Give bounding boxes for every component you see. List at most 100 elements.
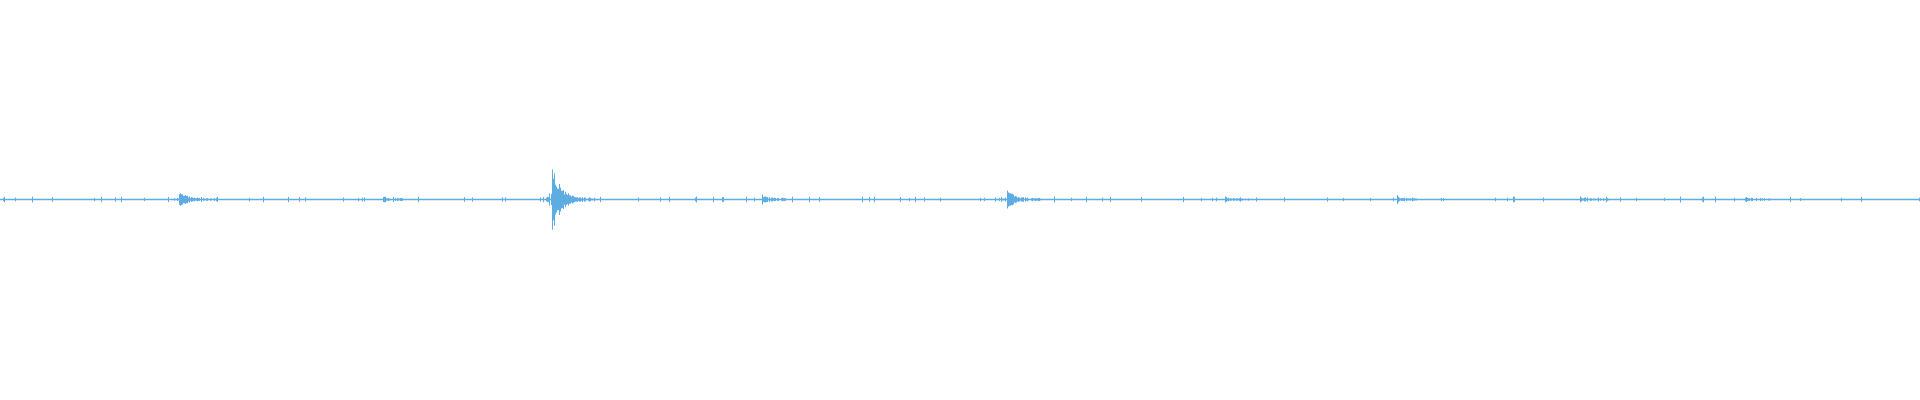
waveform-sample: [144, 197, 145, 202]
waveform-sample: [581, 198, 582, 201]
waveform-sample: [574, 196, 575, 203]
waveform-sample: [1751, 197, 1752, 202]
waveform-sample: [1034, 198, 1035, 201]
waveform-sample: [1404, 197, 1405, 202]
waveform-sample: [4, 196, 5, 203]
waveform-sample: [567, 195, 568, 204]
waveform-sample: [909, 197, 910, 202]
waveform-sample: [418, 196, 419, 203]
waveform-sample: [1238, 198, 1239, 201]
waveform-sample: [1236, 198, 1237, 201]
waveform-sample: [1768, 198, 1769, 201]
waveform-sample: [189, 196, 190, 203]
waveform-sample: [1746, 197, 1747, 202]
waveform-sample: [179, 194, 180, 205]
waveform-sample: [809, 196, 810, 203]
waveform-sample: [557, 188, 558, 211]
waveform-sample: [1399, 197, 1400, 202]
waveform-sample: [746, 196, 747, 203]
waveform-sample: [588, 198, 589, 201]
waveform-sample: [1603, 198, 1604, 201]
waveform-sample: [1239, 198, 1240, 201]
waveform-sample: [193, 198, 194, 201]
waveform-sample: [1010, 193, 1011, 206]
waveform-sample: [168, 196, 169, 203]
waveform-sample: [874, 196, 875, 203]
waveform-sample: [464, 197, 465, 202]
waveform-sample: [1401, 197, 1402, 202]
waveform-sample: [203, 198, 204, 201]
waveform-sample: [1514, 196, 1515, 203]
waveform-sample: [568, 193, 569, 206]
waveform-sample: [582, 197, 583, 202]
waveform-sample: [395, 198, 396, 201]
waveform-sample: [1004, 198, 1005, 201]
waveform-sample: [1398, 196, 1399, 203]
waveform-sample: [561, 190, 562, 209]
waveform-sample: [1032, 197, 1033, 202]
waveform-sample: [288, 196, 289, 203]
waveform-sample: [783, 198, 784, 201]
waveform-sample: [1734, 197, 1735, 202]
waveform-sample: [186, 195, 187, 204]
waveform-sample: [1507, 197, 1508, 202]
waveform-sample: [900, 197, 901, 202]
waveform-sample: [1040, 198, 1041, 201]
waveform-sample: [191, 197, 192, 202]
waveform-sample: [1011, 193, 1012, 206]
waveform-sample: [1216, 197, 1217, 202]
waveform-sample: [1715, 196, 1716, 203]
waveform-sample: [999, 197, 1000, 202]
waveform-sample: [774, 197, 775, 202]
waveform-sample: [777, 198, 778, 201]
waveform-sample: [1031, 198, 1032, 201]
waveform-sample: [184, 195, 185, 204]
waveform-sample: [1033, 198, 1034, 201]
waveform-sample: [305, 197, 306, 202]
waveform-sample: [1212, 197, 1213, 202]
waveform-sample: [1406, 198, 1407, 201]
waveform-sample: [1022, 197, 1023, 202]
waveform-sample: [199, 197, 200, 202]
waveform-sample: [781, 198, 782, 201]
waveform-sample: [1841, 197, 1842, 202]
waveform-sample: [1591, 198, 1592, 201]
waveform-sample: [591, 198, 592, 201]
waveform-sample: [772, 197, 773, 202]
waveform-sample: [995, 197, 996, 202]
waveform-sample: [385, 196, 386, 203]
waveform-sample: [1007, 190, 1008, 209]
waveform-sample: [1410, 198, 1411, 201]
waveform-sample: [564, 194, 565, 205]
waveform-sample: [669, 196, 670, 203]
waveform-sample: [578, 197, 579, 202]
waveform-sample: [1012, 193, 1013, 206]
waveform-sample: [1014, 196, 1015, 203]
waveform-sample: [1234, 198, 1235, 201]
waveform-sample: [754, 197, 755, 202]
waveform-sample: [554, 173, 555, 226]
waveform-sample: [862, 196, 863, 203]
waveform-sample: [1028, 198, 1029, 201]
waveform-sample: [187, 195, 188, 204]
waveform-sample: [869, 197, 870, 202]
waveform-sample: [915, 196, 916, 203]
waveform-sample: [1543, 197, 1544, 202]
waveform-sample: [1580, 196, 1581, 203]
waveform-sample: [249, 197, 250, 202]
waveform-sample: [214, 197, 215, 202]
waveform-sample: [201, 197, 202, 202]
waveform-sample: [569, 195, 570, 204]
waveform-sample: [185, 195, 186, 204]
waveform-sample: [763, 197, 764, 202]
waveform-sample: [782, 197, 783, 202]
waveform-sample: [1229, 198, 1230, 201]
waveform-sample: [1002, 198, 1003, 201]
waveform-sample: [52, 197, 53, 202]
waveform-sample: [190, 198, 191, 201]
waveform-sample: [770, 198, 771, 201]
waveform-sample: [1284, 197, 1285, 202]
waveform-sample: [472, 197, 473, 202]
waveform-sample: [775, 198, 776, 201]
